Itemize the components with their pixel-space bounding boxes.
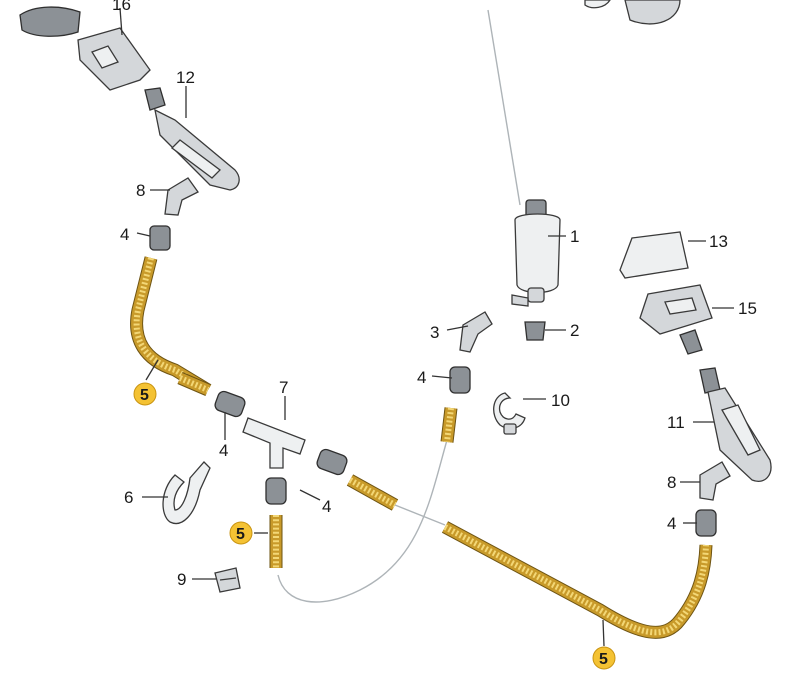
- hose-sleeve-4-a: [149, 225, 171, 251]
- washer-nozzle-11: [699, 367, 772, 482]
- callout-3: 3: [430, 323, 439, 342]
- badge-5-middle-text: 5: [236, 526, 245, 543]
- hose-sleeve-4-b: [214, 390, 246, 418]
- callout-4-pump: 4: [417, 368, 426, 387]
- hose-sleeve-4-f: [695, 509, 717, 537]
- leader-lines: [119, 7, 734, 647]
- badge-5-left: 5: [133, 382, 157, 406]
- nozzle-cap-13: [619, 231, 689, 279]
- grommet-2: [524, 321, 546, 341]
- elbow-connector-8-right: [699, 461, 731, 501]
- hose-sleeve-4-e: [449, 366, 471, 394]
- elbow-connector-3: [459, 311, 493, 353]
- callout-15: 15: [738, 299, 757, 318]
- callout-9: 9: [177, 570, 186, 589]
- callout-4-right: 4: [667, 514, 676, 533]
- callout-12: 12: [176, 68, 195, 87]
- callout-11: 11: [667, 413, 685, 432]
- callout-4-mid-left: 4: [219, 441, 228, 460]
- callout-4-upper-left: 4: [120, 225, 129, 244]
- partial-part-top-right: [584, 0, 681, 25]
- hose-middle-to-right: [346, 474, 713, 639]
- badge-5-left-text: 5: [140, 387, 149, 404]
- nozzle-seal-15: [639, 284, 713, 355]
- elbow-connector-8-left: [164, 177, 199, 216]
- washer-pump-1: [511, 199, 561, 307]
- hose-pump-short: [440, 407, 458, 443]
- hose-clamp-10: [493, 392, 526, 435]
- callout-8-right: 8: [667, 473, 676, 492]
- callout-16-partial: 16: [112, 0, 131, 14]
- badge-5-bottom: 5: [592, 646, 616, 670]
- badge-5-bottom-text: 5: [599, 651, 608, 668]
- callout-1: 1: [570, 227, 579, 246]
- callout-13: 13: [709, 232, 728, 251]
- tee-connector-7: [242, 417, 306, 469]
- callout-2: 2: [570, 321, 579, 340]
- callout-6: 6: [124, 488, 133, 507]
- hose-sleeve-4-c: [316, 448, 348, 476]
- badge-5-middle: 5: [229, 521, 253, 545]
- callout-7: 7: [279, 378, 288, 397]
- hose-left-upper: [130, 256, 212, 396]
- nozzle-cover-top-left: [19, 6, 151, 91]
- hose-segment-5-short: [177, 372, 211, 396]
- reference-lines: [277, 9, 521, 603]
- washer-nozzle-12: [144, 87, 240, 191]
- callout-8-left: 8: [136, 181, 145, 200]
- callout-4-tee: 4: [322, 497, 331, 516]
- hose-sleeve-4-d: [265, 477, 287, 505]
- clip-9: [214, 567, 241, 593]
- callout-10: 10: [551, 391, 570, 410]
- cable-tie-6: [162, 461, 211, 525]
